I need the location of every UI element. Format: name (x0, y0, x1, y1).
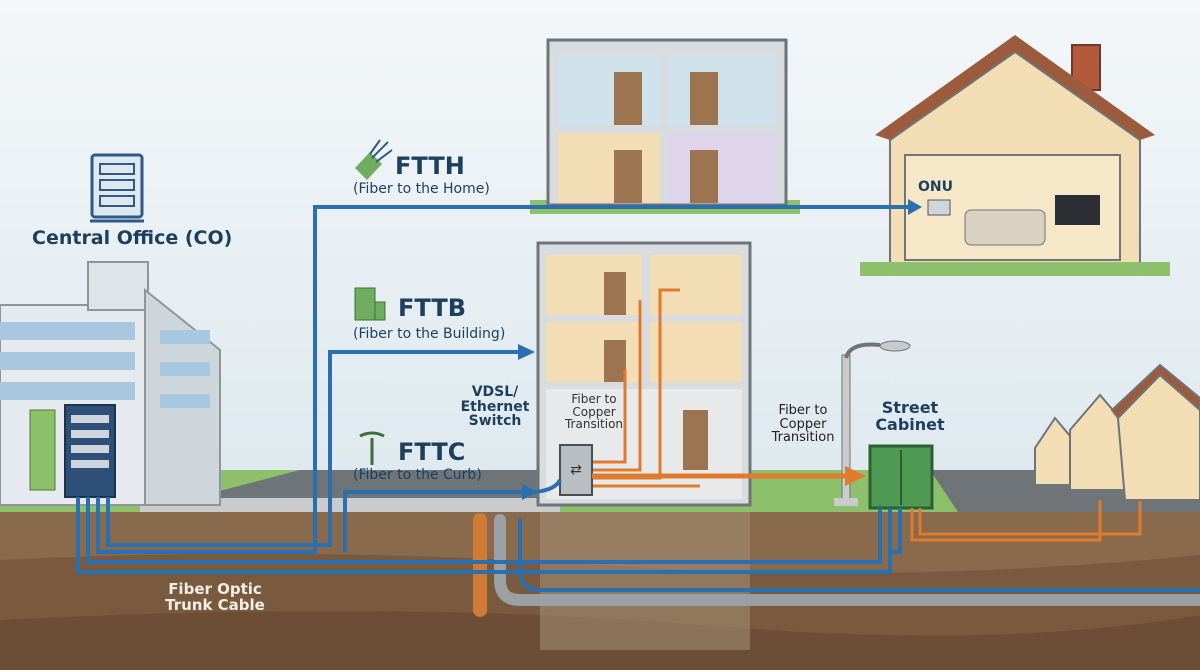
trunk-cable-label: Fiber Optic Trunk Cable (165, 580, 265, 614)
fttb-title: FTTB (398, 294, 466, 322)
street-light-icon (359, 431, 385, 465)
vdsl-switch-label: VDSL/ Ethernet Switch (460, 384, 530, 430)
building-transition-label: Fiber to Copper Transition (564, 392, 624, 432)
onu-device (927, 199, 951, 216)
street-light (834, 340, 911, 506)
apartment-building (530, 38, 800, 214)
ground (0, 470, 1200, 670)
fttb-subtitle: (Fiber to the Building) (353, 326, 506, 342)
fttc-title: FTTC (398, 438, 466, 466)
street-cabinet (868, 444, 934, 510)
central-office-building (0, 261, 221, 506)
fiber-cables (76, 205, 910, 574)
house (860, 35, 1170, 276)
switch-arrows-icon (559, 444, 593, 496)
ftth-title: FTTH (395, 152, 465, 180)
fttc-subtitle: (Fiber to the Curb) (353, 467, 482, 483)
onu-label: ONU (918, 179, 953, 195)
fiber-optic-icon (355, 139, 393, 180)
svg-text:⇄: ⇄ (570, 462, 582, 478)
ftth-subtitle: (Fiber to the Home) (353, 181, 490, 197)
central-office-label: Central Office (CO) (32, 227, 233, 249)
server-rack-icon (90, 153, 144, 223)
street-cabinet-label: Street Cabinet (875, 398, 945, 434)
suburban-houses (1034, 363, 1200, 501)
curb-transition-label: Fiber to Copper Transition (771, 403, 835, 446)
office-building-icon (354, 287, 386, 321)
multi-unit-building: ⇄ (536, 241, 752, 507)
